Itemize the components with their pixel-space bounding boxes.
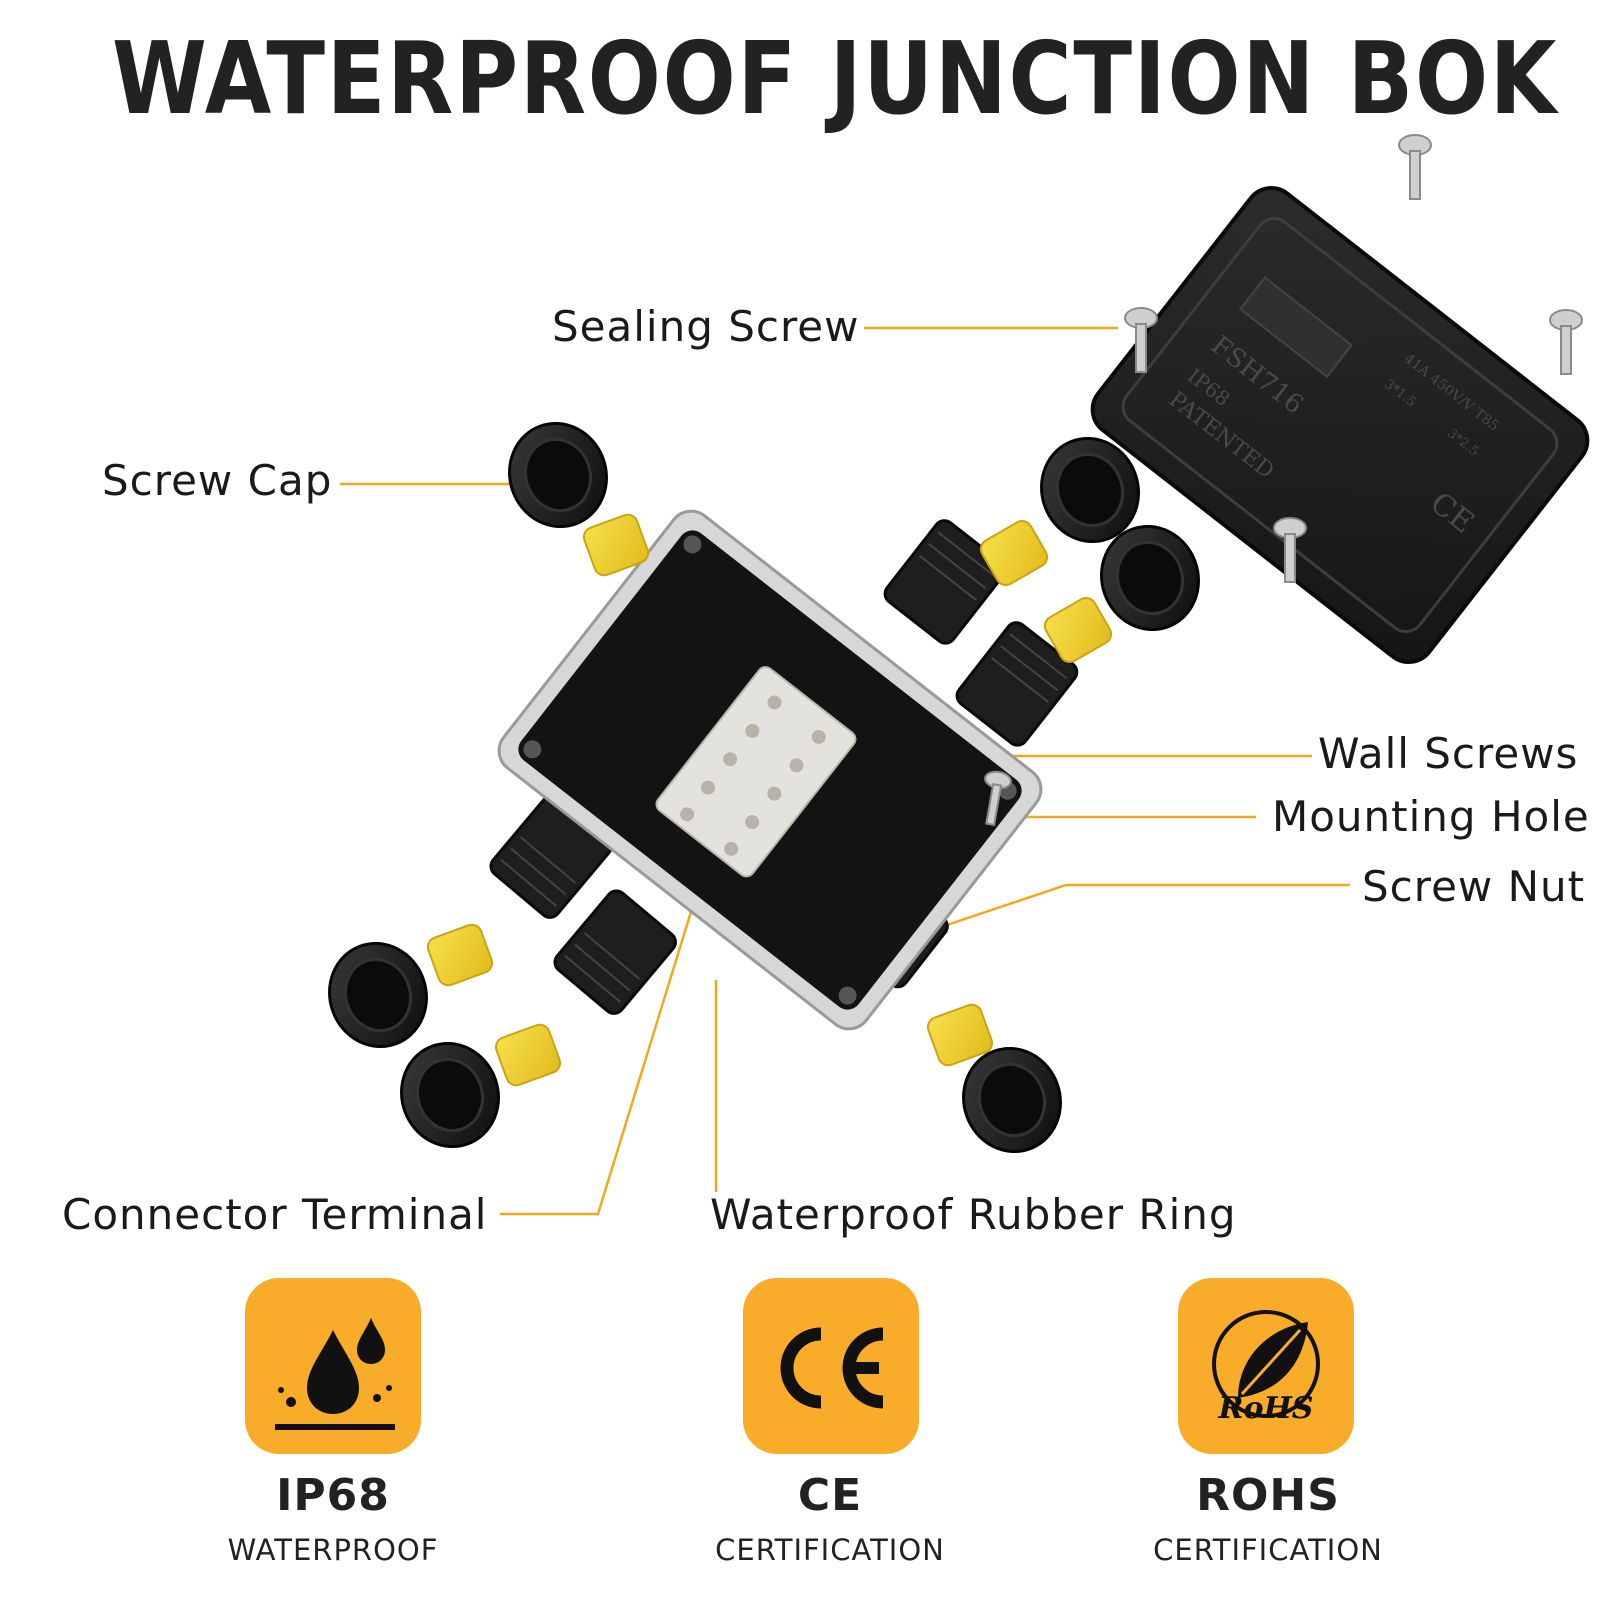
ip68-badge: [245, 1278, 421, 1454]
rubber-seal-inserts: [426, 513, 1113, 1087]
sealing-screw: [1273, 517, 1307, 583]
rohs-badge-title: ROHS: [1196, 1470, 1340, 1521]
sealing-screw: [1549, 309, 1583, 375]
sealing-screws: [1124, 134, 1583, 583]
rubber-seal-insert: [979, 520, 1049, 586]
rubber-seal-insert: [926, 1003, 994, 1067]
label-waterproof-rubber-ring: Waterproof Rubber Ring: [710, 1190, 1237, 1239]
ce-badge-title: CE: [797, 1470, 863, 1521]
page-title: WATERPROOF JUNCTION BOK: [112, 20, 1559, 137]
screw-cap: [328, 941, 428, 1049]
rohs-badge-subtitle: CERTIFICATION: [1153, 1533, 1383, 1567]
label-mounting-hole: Mounting Hole: [1272, 792, 1590, 841]
ip68-badge-title: IP68: [276, 1470, 390, 1521]
cable-gland: [883, 519, 1007, 645]
junction-box-body: [497, 509, 1043, 1031]
label-screw-nut: Screw Nut: [1362, 862, 1586, 911]
screw-cap: [962, 1046, 1062, 1154]
ip68-badge-subtitle: WATERPROOF: [227, 1533, 439, 1567]
callout-line-screw-nut: [919, 883, 1350, 936]
screw-caps: [328, 421, 1200, 1154]
rubber-seal-insert: [426, 923, 494, 987]
junction-box-lid: FSH716 IP68 PATENTED 41A 450V/V T85 3*1.…: [1090, 186, 1590, 664]
rohs-leaf-icon: RoHS: [1212, 1310, 1320, 1426]
screw-cap: [508, 421, 608, 529]
label-connector-terminal: Connector Terminal: [62, 1190, 488, 1239]
rubber-seal-insert: [1043, 597, 1113, 663]
label-sealing-screw: Sealing Screw: [552, 302, 860, 351]
ce-badge-subtitle: CERTIFICATION: [715, 1533, 945, 1567]
cable-gland: [553, 889, 677, 1015]
water-drops-icon: [275, 1318, 395, 1430]
callout-lines: [340, 326, 1350, 1216]
sealing-screw: [1398, 134, 1432, 200]
label-screw-cap: Screw Cap: [102, 456, 333, 505]
cable-gland: [955, 621, 1079, 747]
rohs-badge: RoHS: [1178, 1278, 1354, 1454]
sealing-screw: [1124, 307, 1158, 373]
connector-terminal-block: [655, 666, 857, 878]
screw-cap: [1040, 436, 1140, 544]
screw-cap: [400, 1041, 500, 1149]
wall-screw: [984, 770, 1012, 827]
rubber-seal-insert: [582, 513, 650, 577]
callout-line-connector-terminal: [500, 849, 712, 1216]
rubber-seal-insert: [494, 1023, 562, 1087]
label-wall-screws: Wall Screws: [1318, 729, 1579, 778]
ce-badge: [743, 1278, 919, 1454]
screw-cap: [1100, 524, 1200, 632]
rohs-icon-text: RoHS: [1218, 1391, 1314, 1426]
ce-mark-icon: [780, 1327, 884, 1409]
